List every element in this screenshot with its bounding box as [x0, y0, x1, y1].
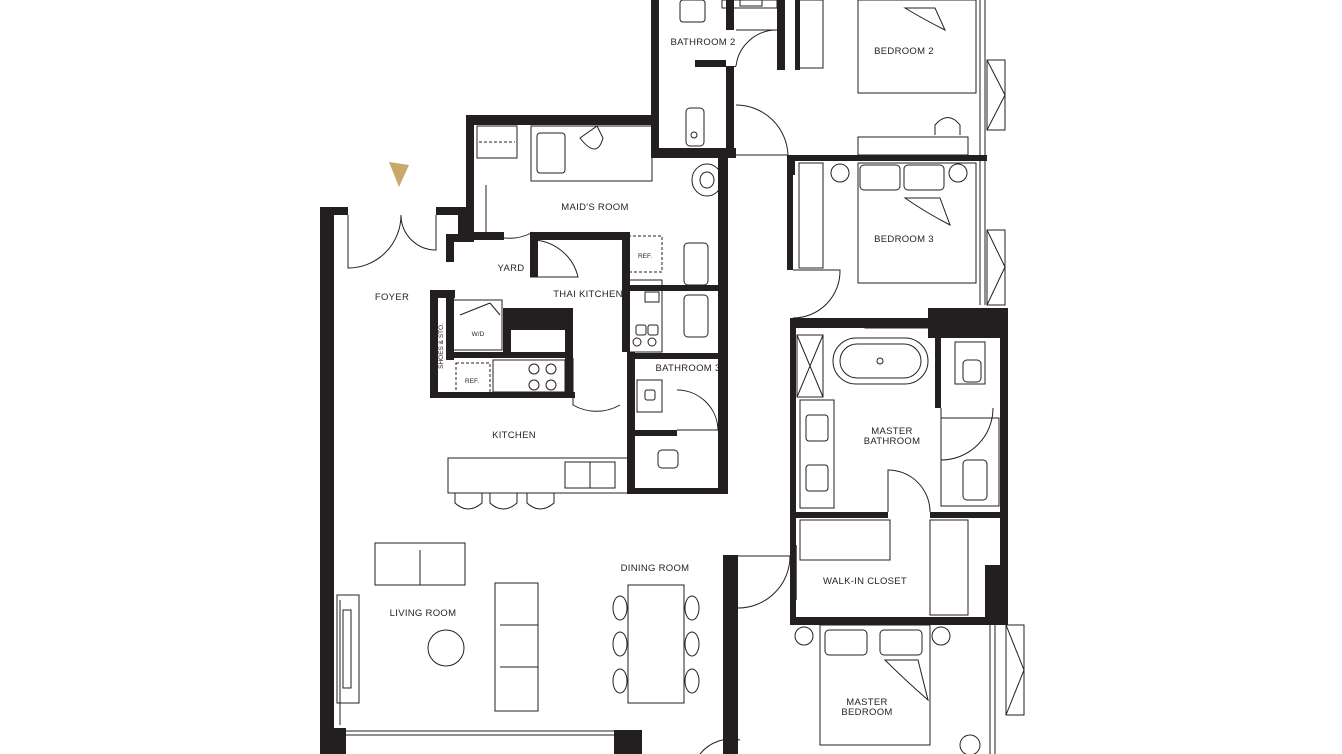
- entry-arrow-icon: [389, 162, 409, 187]
- label-master-bathroom-line2: BATHROOM: [864, 436, 921, 447]
- windows: [339, 0, 1025, 754]
- label-ref-kitchen: REF.: [465, 378, 479, 385]
- label-walk-in-closet: WALK-IN CLOSET: [823, 576, 907, 587]
- fixture-labels: REF. W/D SHOES & STO. REF.: [438, 253, 652, 385]
- doors: [347, 29, 994, 754]
- label-washer-dryer: W/D: [472, 331, 485, 338]
- label-thai-kitchen: THAI KITCHEN: [553, 289, 623, 300]
- label-bathroom-3: BATHROOM 3: [655, 363, 720, 374]
- label-bedroom-2: BEDROOM 2: [874, 46, 934, 57]
- room-labels: BATHROOM 2 BEDROOM 2 MAID'S ROOM BEDROOM…: [375, 37, 934, 718]
- walls: [320, 0, 1008, 754]
- fixtures: [336, 0, 1000, 754]
- label-foyer: FOYER: [375, 292, 409, 303]
- label-master-bedroom-line1: MASTER: [846, 697, 887, 708]
- label-shoes-storage: SHOES & STO.: [438, 323, 445, 369]
- label-yard: YARD: [498, 263, 525, 274]
- label-kitchen: KITCHEN: [492, 430, 536, 441]
- label-maids-room: MAID'S ROOM: [561, 202, 628, 213]
- label-ref-thai-kitchen: REF.: [638, 253, 652, 260]
- label-master-bedroom-line2: BEDROOM: [841, 707, 892, 718]
- label-bathroom-2: BATHROOM 2: [670, 37, 735, 48]
- label-bedroom-3: BEDROOM 3: [874, 234, 934, 245]
- label-master-bathroom-line1: MASTER: [871, 426, 912, 437]
- label-living-room: LIVING ROOM: [390, 608, 457, 619]
- label-dining-room: DINING ROOM: [621, 563, 690, 574]
